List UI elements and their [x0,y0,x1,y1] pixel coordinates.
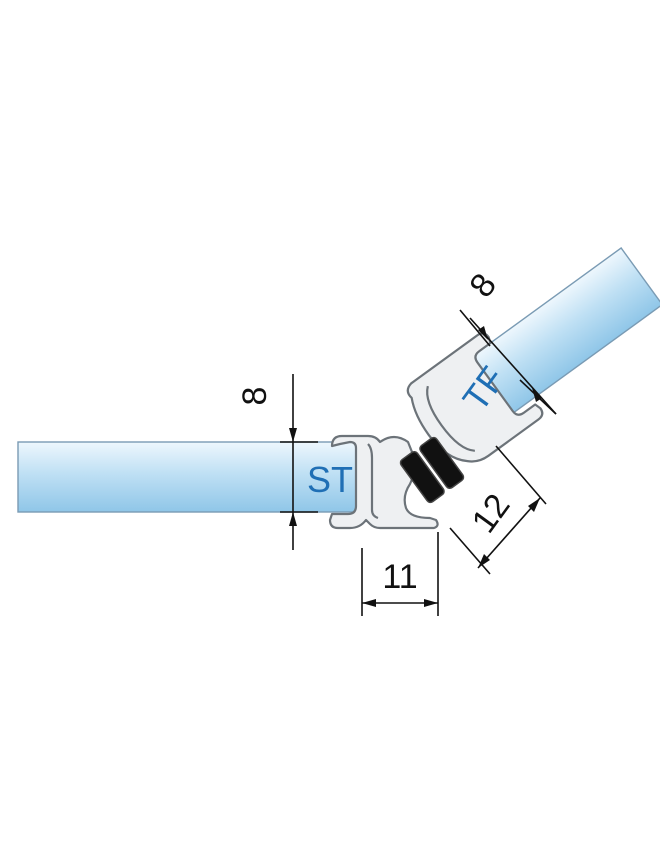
glass-body-straight [17,441,357,513]
dim-ext-d2 [449,527,491,575]
arrow-down [289,428,297,442]
dim-profile-depth: 12 [449,445,547,575]
glass-panel-straight [17,441,357,513]
arrow-depth-top [528,498,540,512]
magnet-strips [399,436,465,504]
dim-value-thickness-angled: 8 [462,267,504,305]
magnet-angled [419,436,465,490]
dim-ext-d1 [495,445,547,505]
dim-thickness-straight: 8 [236,374,318,550]
seal-slot-angled [426,385,476,452]
arrow-right [424,599,438,607]
seal-slot-straight [367,443,379,520]
dim-value-thickness-straight: 8 [236,387,274,406]
arrow-up [289,512,297,526]
arrow-depth-bottom [478,554,490,568]
seal-profile-angled-group [406,332,544,463]
magnet-straight [399,450,445,504]
dim-profile-width: 11 [361,532,439,616]
dim-ext-upper [459,309,491,347]
arrow-angled-bottom [532,388,542,402]
arrow-left [362,599,376,607]
dim-line-depth [477,497,541,569]
arrow-angled-top [478,326,488,340]
label-st: ST [307,459,353,500]
dim-value-profile-width: 11 [382,558,417,596]
